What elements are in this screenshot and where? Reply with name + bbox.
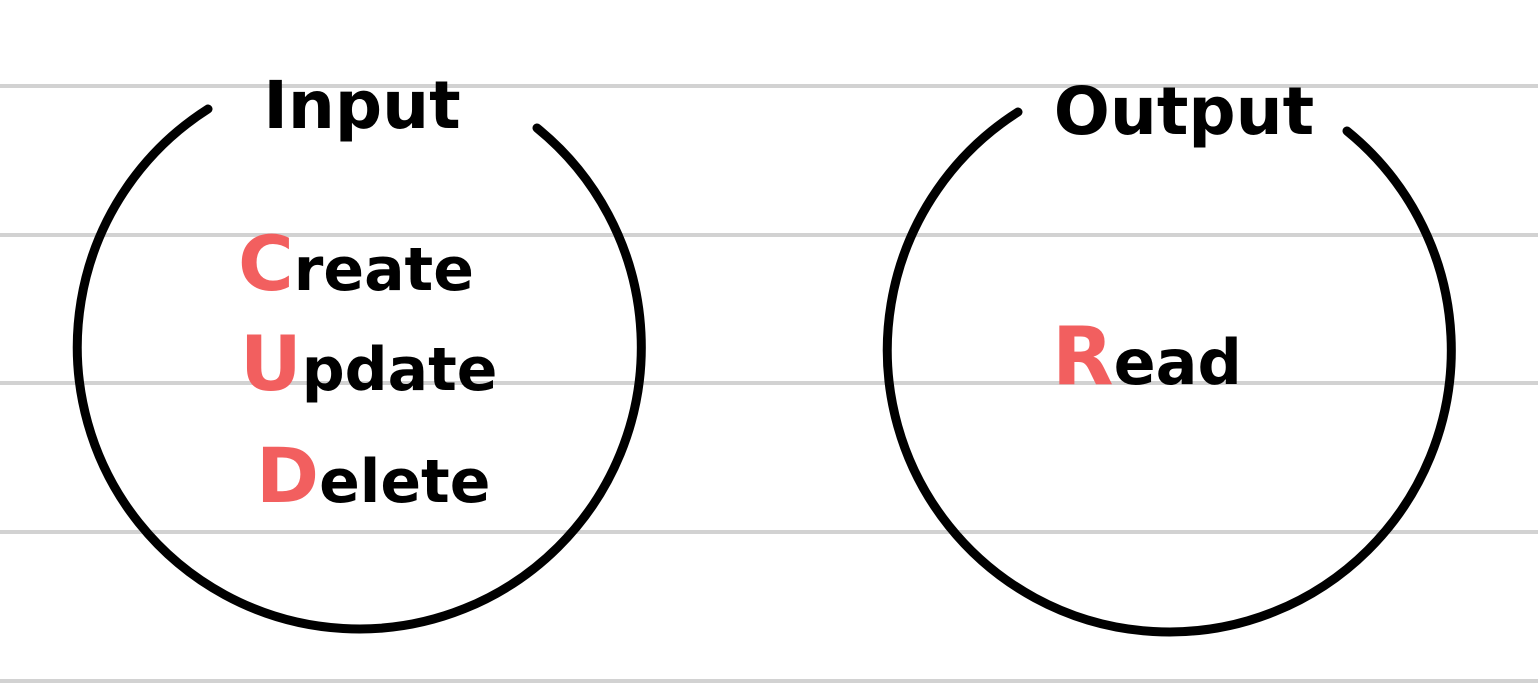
output-group: Output Read xyxy=(882,73,1456,637)
output-label: Output xyxy=(1054,73,1314,150)
delete-rest: elete xyxy=(319,447,490,517)
update-initial: U xyxy=(240,319,302,408)
read-rest: ead xyxy=(1114,326,1242,399)
update-item: Update xyxy=(240,319,497,408)
create-initial: C xyxy=(238,219,294,308)
output-circle-arc xyxy=(882,107,1456,637)
update-rest: pdate xyxy=(302,335,498,405)
create-rest: reate xyxy=(294,235,474,305)
input-label: Input xyxy=(263,67,460,144)
create-item: Create xyxy=(238,219,474,308)
delete-initial: D xyxy=(256,431,319,520)
input-group: Input Create Update Delete xyxy=(72,67,646,634)
delete-item: Delete xyxy=(256,431,490,520)
read-item: Read xyxy=(1052,310,1242,403)
ruled-lines xyxy=(0,84,1538,683)
input-circle-arc xyxy=(72,104,646,634)
read-initial: R xyxy=(1052,310,1114,403)
